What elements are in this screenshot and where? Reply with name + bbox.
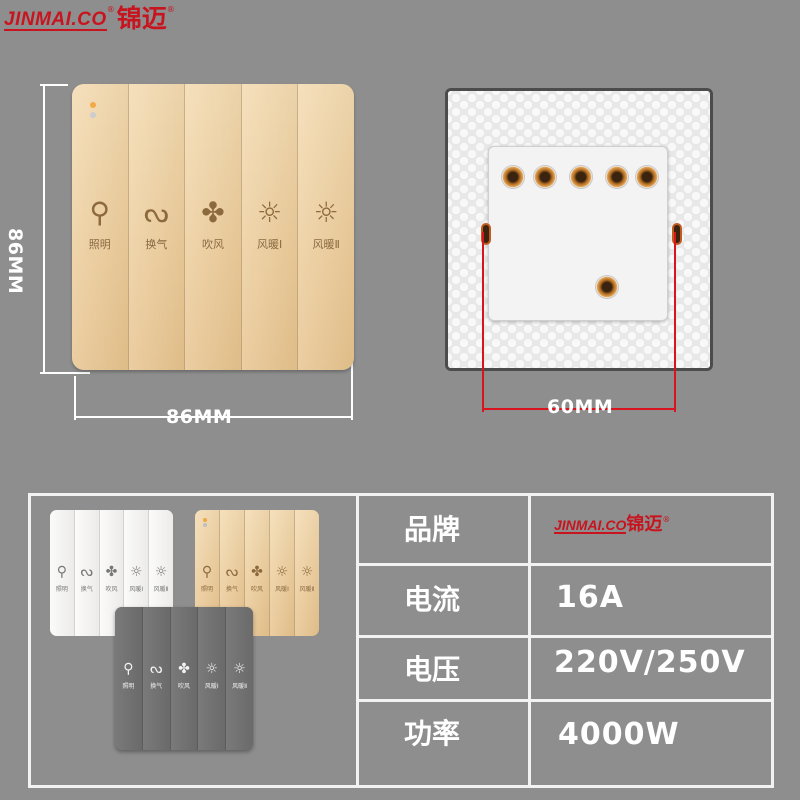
brand-logo-small: JINMAI.CO 锦迈 ® bbox=[554, 514, 671, 535]
switch-module bbox=[488, 146, 668, 321]
vent-icon: ᔓ bbox=[143, 196, 169, 229]
fan-icon: ✤ bbox=[251, 564, 263, 580]
spec-label-current: 电流 bbox=[404, 583, 461, 616]
switch-back-view bbox=[445, 88, 713, 371]
switch-panel-front: ⚲ 照明 ᔓ 换气 ✤ 吹风 ☼ 风暖Ⅰ ☼ 风暖Ⅱ bbox=[72, 84, 354, 370]
spec-value-voltage: 220V/250V bbox=[554, 645, 746, 680]
heater-1-icon: ☼ bbox=[275, 564, 289, 580]
bulb-icon: ⚲ bbox=[89, 196, 111, 229]
switch-key-heater-1: ☼ 风暖Ⅰ bbox=[241, 84, 299, 370]
brand-logo: JINMAI.CO ® 锦迈 ® bbox=[4, 4, 175, 33]
vent-icon: ᔓ bbox=[225, 564, 239, 580]
terminal-screw bbox=[595, 275, 619, 299]
dimension-line-vertical bbox=[43, 84, 45, 374]
mount-dimension-line bbox=[482, 408, 676, 410]
width-dimension-label: 86MM bbox=[166, 406, 233, 428]
key-label: 照明 bbox=[88, 238, 111, 251]
bulb-icon: ⚲ bbox=[201, 564, 213, 580]
spec-label-power: 功率 bbox=[404, 717, 461, 750]
switch-key-heater-2: ☼ 风暖Ⅱ bbox=[298, 84, 354, 370]
fan-icon: ✤ bbox=[105, 564, 118, 580]
spec-value-power: 4000W bbox=[558, 717, 680, 752]
heater-2-icon: ☼ bbox=[154, 564, 168, 580]
vent-icon: ᔓ bbox=[149, 661, 163, 677]
spec-label-voltage: 电压 bbox=[404, 653, 461, 686]
terminal-screw bbox=[501, 165, 525, 189]
fan-icon: ✤ bbox=[178, 661, 190, 677]
heater-2-icon: ☼ bbox=[313, 196, 339, 229]
terminal-screw bbox=[569, 165, 593, 189]
switch-key-ventilation: ᔓ 换气 bbox=[128, 84, 186, 370]
switch-key-light: ⚲ 照明 bbox=[72, 84, 129, 370]
dimension-tick-left bbox=[74, 376, 76, 420]
key-label: 换气 bbox=[145, 238, 168, 251]
switch-key-blow: ✤ 吹风 bbox=[185, 84, 242, 370]
heater-1-icon: ☼ bbox=[257, 196, 283, 229]
mount-dimension-tick-left bbox=[482, 232, 484, 412]
spec-table bbox=[28, 493, 774, 788]
mount-dimension-tick-right bbox=[674, 232, 676, 412]
dimension-tick-right bbox=[351, 342, 353, 420]
terminal-screw bbox=[605, 165, 629, 189]
terminal-screw bbox=[635, 165, 659, 189]
mounting-hole-right bbox=[672, 223, 682, 245]
indicator-light bbox=[90, 102, 96, 122]
bulb-icon: ⚲ bbox=[56, 564, 68, 580]
heater-2-icon: ☼ bbox=[300, 564, 314, 580]
mount-dimension-label: 60MM bbox=[547, 396, 614, 418]
bulb-icon: ⚲ bbox=[123, 661, 134, 677]
spec-value-current: 16A bbox=[556, 580, 624, 615]
heater-1-icon: ☼ bbox=[205, 661, 219, 677]
dimension-line-horizontal bbox=[74, 416, 353, 418]
dimension-tick-bottom bbox=[40, 372, 90, 374]
spec-label-brand: 品牌 bbox=[404, 513, 461, 546]
key-label: 吹风 bbox=[201, 238, 224, 251]
heater-1-icon: ☼ bbox=[130, 564, 143, 580]
key-label: 风暖Ⅰ bbox=[256, 238, 283, 251]
heater-2-icon: ☼ bbox=[233, 661, 246, 677]
vent-icon: ᔓ bbox=[80, 564, 93, 580]
terminal-screw bbox=[533, 165, 557, 189]
height-dimension-label: 86MM bbox=[4, 228, 26, 295]
dimension-tick-top bbox=[40, 84, 68, 86]
fan-icon: ✤ bbox=[201, 196, 225, 229]
key-label: 风暖Ⅱ bbox=[312, 238, 340, 251]
